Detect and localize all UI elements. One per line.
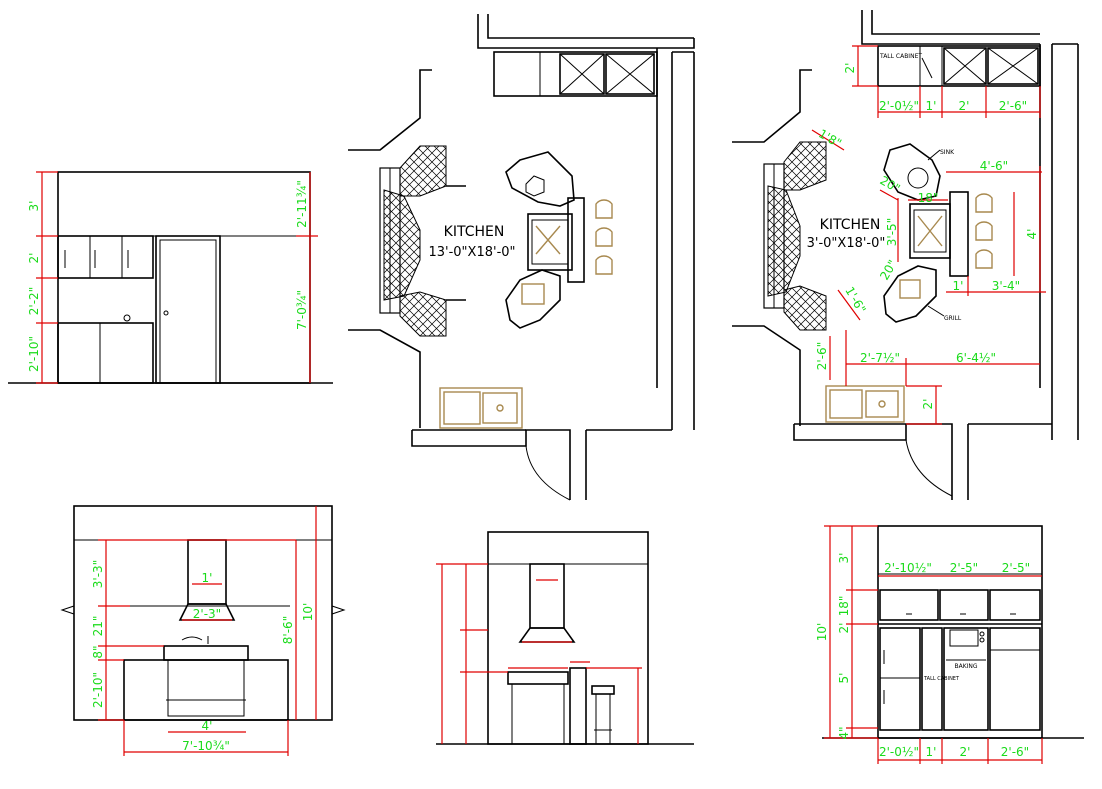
dim-el-br-top-2: 2'-5" (950, 561, 978, 575)
el-br-baking: BAKING (954, 663, 977, 670)
dim-el-bl-left-2: 21" (91, 616, 105, 637)
elevation-bottom-middle (436, 531, 694, 745)
dim-rp-island-left: 3'-5" (885, 218, 899, 246)
dim-rp-bar-a: 1' (953, 279, 964, 293)
dim-rp-sink-depth: 2' (921, 399, 935, 410)
right-room-label: KITCHEN (820, 217, 881, 233)
dim-rp-run-b: 6'-4½" (956, 351, 996, 365)
dim-el-br-left-1: 3' (837, 553, 851, 564)
dim-el-br-bottom-2: 1' (926, 745, 937, 759)
dim-rp-top-height: 2' (843, 63, 857, 74)
dim-el-br-bottom-1: 2'-0½" (879, 745, 919, 759)
dim-el-br-left-4: 5' (837, 673, 851, 684)
plan-left: KITCHEN 13'-0"X18'-0" (348, 14, 695, 501)
dim-rp-bar-b: 3'-4" (992, 279, 1020, 293)
dim-rp-top-2: 1' (926, 99, 937, 113)
dim-elev-tl-left-3: 2'-2" (27, 287, 41, 315)
el-br-tall-cabinet: TALL CABINET (923, 676, 960, 682)
dim-el-bl-hood-top: 1' (202, 571, 213, 585)
dim-rp-island-width: 4'-6" (980, 159, 1008, 173)
dim-el-br-left-2: 18" (837, 596, 851, 617)
dim-el-bl-left-3: 8" (91, 645, 105, 658)
dim-el-bl-width-total: 7'-10¾" (182, 739, 230, 753)
left-room-size: 13'-0"X18'-0" (428, 245, 515, 260)
dim-rp-run-a: 2'-7½" (860, 351, 900, 365)
dim-el-br-left-5: 4" (837, 726, 851, 739)
dim-elev-tl-left-2: 2' (27, 253, 41, 264)
elevation-top-left: 3' 2' 2'-2" 2'-10" 2'-11¾" 7'-0¾" (8, 171, 333, 384)
elevation-bottom-right: TALL CABINET BAKING 2'-10½" 2'-5" 2'-5" … (815, 525, 1084, 764)
dim-elev-tl-right-top: 2'-11¾" (295, 180, 309, 228)
dim-el-br-left-3: 2' (837, 623, 851, 634)
elevation-bottom-left: 3'-3" 21" 8" 2'-10" 1' 2'-3" 4' 7'-10¾" … (60, 505, 346, 756)
dim-elev-tl-left-1: 3' (27, 201, 41, 212)
dim-el-bl-left-4: 2'-10" (91, 672, 105, 708)
dim-el-bl-left-1: 3'-3" (91, 560, 105, 588)
dim-el-br-left-total: 10' (815, 623, 829, 642)
dim-elev-tl-right-bottom: 7'-0¾" (295, 290, 309, 330)
right-plan-tall-cabinet: TALL CABINET (879, 53, 922, 60)
right-plan-sink-label: SINK (940, 149, 955, 156)
dim-el-br-bottom-3: 2' (960, 745, 971, 759)
dim-rp-island-height: 4' (1025, 229, 1039, 240)
dim-el-br-bottom-4: 2'-6" (1001, 745, 1029, 759)
dim-el-bl-hood-width: 2'-3" (193, 607, 221, 621)
dim-el-br-top-3: 2'-5" (1002, 561, 1030, 575)
dim-el-bl-height-a: 8'-6" (281, 616, 295, 644)
dim-rp-island-top: 18" (918, 191, 939, 205)
right-plan-grill-label: GRILL (944, 315, 962, 322)
plan-right: TALL CABINET KITCHEN 3'-0"X (732, 10, 1079, 500)
dim-rp-top-3: 2' (959, 99, 970, 113)
dim-rp-diag: 1'-6" (842, 284, 868, 316)
left-room-label: KITCHEN (444, 224, 505, 240)
dim-elev-tl-left-4: 2'-10" (27, 336, 41, 372)
dim-el-bl-width-inner: 4' (202, 719, 213, 733)
dim-rp-top-4: 2'-6" (999, 99, 1027, 113)
dim-el-br-top-1: 2'-10½" (884, 561, 932, 575)
dim-rp-left-height: 2'-6" (815, 342, 829, 370)
dim-rp-top-1: 2'-0½" (879, 99, 919, 113)
dim-el-bl-height-b: 10' (301, 603, 315, 622)
right-room-size: 3'-0"X18'-0" (807, 236, 886, 251)
